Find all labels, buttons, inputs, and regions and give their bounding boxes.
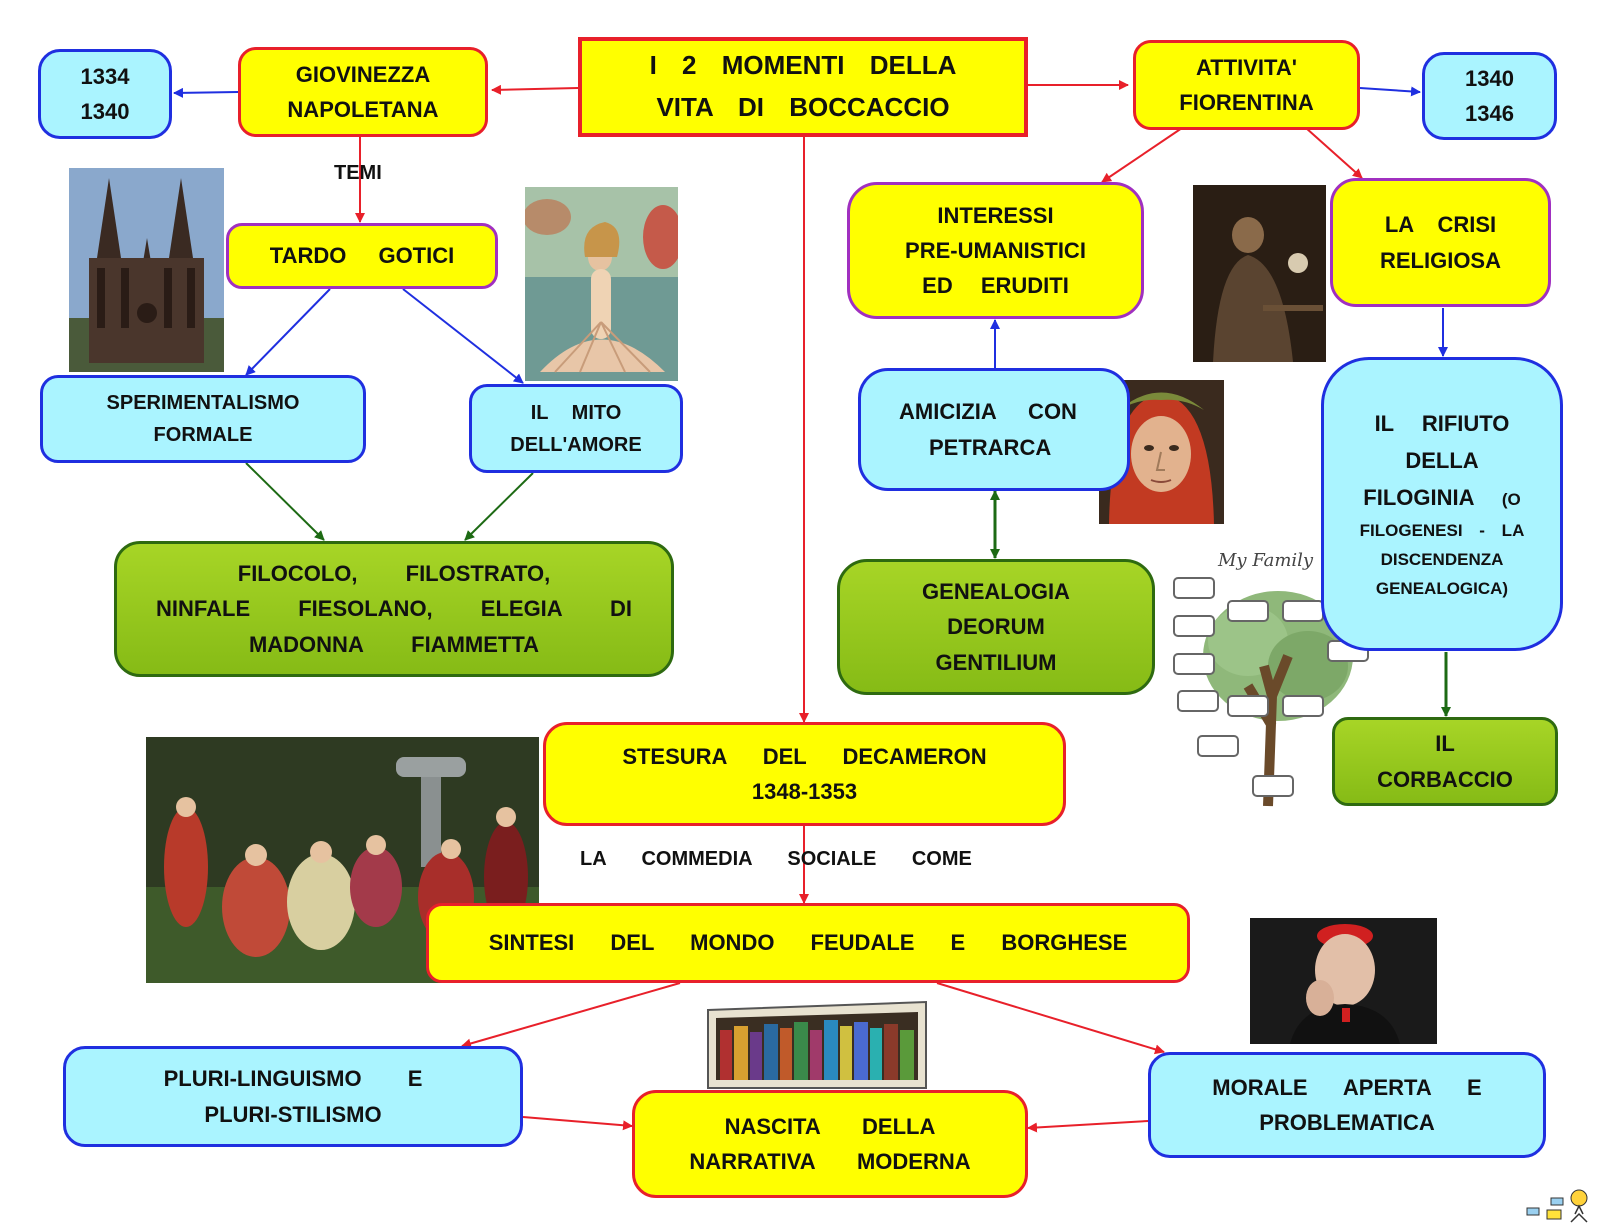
mito-line2: DELL'AMORE bbox=[510, 433, 642, 456]
nascita-line2: NARRATIVA MODERNA bbox=[689, 1149, 971, 1174]
decameron-line1: STESURA DEL DECAMERON bbox=[622, 743, 987, 769]
attivita-node: ATTIVITA' FIORENTINA bbox=[1133, 40, 1360, 130]
sperimentalismo-line2: FORMALE bbox=[153, 424, 253, 446]
giovinezza-line2: NAPOLETANA bbox=[287, 97, 439, 122]
rifiuto-line3: FILOGINIA bbox=[1363, 485, 1474, 511]
edge-attivita-interessi bbox=[1101, 127, 1183, 183]
years-left-line2: 1340 bbox=[80, 99, 130, 124]
sperimentalismo-line1: SPERIMENTALISMO bbox=[106, 392, 300, 414]
attivita-line2: FIORENTINA bbox=[1179, 90, 1314, 115]
decameron-painting-image bbox=[146, 737, 539, 983]
interessi-line2: PRE-UMANISTICI bbox=[905, 237, 1086, 263]
temi-label: TEMI bbox=[334, 162, 382, 184]
mito-line1: IL MITO bbox=[530, 401, 622, 424]
mascot-logo bbox=[1525, 1186, 1591, 1224]
pluri-line1: PLURI-LINGUISMO E bbox=[163, 1066, 423, 1092]
edge-attivita-years bbox=[1359, 86, 1421, 97]
interessi-line3: ED ERUDITI bbox=[922, 273, 1069, 299]
morale-line2: PROBLEMATICA bbox=[1259, 1110, 1435, 1135]
amicizia-line2: PETRARCA bbox=[929, 434, 1052, 460]
genealogia-line2: DEORUM bbox=[947, 614, 1045, 640]
mito-node: IL MITO DELL'AMORE bbox=[469, 384, 683, 473]
genealogia-line1: GENEALOGIA bbox=[922, 579, 1070, 605]
edge-giovinezza-years bbox=[173, 87, 239, 98]
edge-pluri-nascita bbox=[522, 1116, 633, 1131]
pluri-line2: PLURI-STILISMO bbox=[204, 1101, 382, 1127]
edge-mito-opere bbox=[464, 472, 534, 541]
tardo-gotici-text: TARDO GOTICI bbox=[269, 243, 455, 269]
rifiuto-line6: GENEALOGICA) bbox=[1375, 578, 1509, 598]
title-line1: I 2 MOMENTI DELLA bbox=[649, 50, 957, 81]
amicizia-line1: AMICIZIA CON bbox=[899, 399, 1077, 425]
interessi-line1: INTERESSI bbox=[937, 202, 1054, 228]
rifiuto-line5: DISCENDENZA bbox=[1380, 549, 1504, 569]
venus-painting-image bbox=[525, 187, 678, 381]
crisi-line2: RELIGIOSA bbox=[1379, 247, 1501, 273]
sintesi-node: SINTESI DEL MONDO FEUDALE E BORGHESE bbox=[426, 903, 1190, 983]
corbaccio-line2: CORBACCIO bbox=[1377, 766, 1513, 792]
opere-line3: MADONNA FIAMMETTA bbox=[248, 631, 540, 657]
corbaccio-line1: IL bbox=[1435, 731, 1455, 757]
giovinezza-node: GIOVINEZZA NAPOLETANA bbox=[238, 47, 488, 137]
years-right-line1: 1340 bbox=[1465, 65, 1514, 91]
rifiuto-line1: IL RIFIUTO bbox=[1374, 410, 1510, 436]
morale-node: MORALE APERTA E PROBLEMATICA bbox=[1148, 1052, 1546, 1158]
opere-line2: NINFALE FIESOLANO, ELEGIA DI bbox=[156, 596, 632, 622]
edge-sintesi-morale bbox=[936, 982, 1165, 1055]
rifiuto-line4: FILOGENESI - LA bbox=[1359, 520, 1525, 540]
edge-title-giovinezza bbox=[491, 84, 579, 95]
rifiuto-line3-row: FILOGINIA (O bbox=[1363, 479, 1520, 516]
edge-sintesi-pluri bbox=[461, 982, 681, 1049]
rifiuto-filoginia-node: IL RIFIUTO DELLA FILOGINIA (O FILOGENESI… bbox=[1321, 357, 1563, 651]
sperimentalismo-node: SPERIMENTALISMO FORMALE bbox=[40, 375, 366, 463]
edge-sperimentalismo-opere bbox=[245, 462, 325, 541]
years-left-line1: 1334 bbox=[80, 63, 130, 89]
years-left-node: 1334 1340 bbox=[38, 49, 172, 139]
nascita-narrativa-node: NASCITA DELLA NARRATIVA MODERNA bbox=[632, 1090, 1028, 1198]
cardinal-photo-image bbox=[1250, 918, 1437, 1044]
sintesi-text: SINTESI DEL MONDO FEUDALE E BORGHESE bbox=[488, 930, 1128, 956]
edge-attivita-crisi bbox=[1305, 127, 1363, 179]
crisi-line1: LA CRISI bbox=[1384, 212, 1497, 238]
edge-morale-nascita bbox=[1027, 1120, 1149, 1133]
decameron-node: STESURA DEL DECAMERON 1348-1353 bbox=[543, 722, 1066, 826]
title-line2: VITA DI BOCCACCIO bbox=[656, 92, 950, 122]
tardo-gotici-node: TARDO GOTICI bbox=[226, 223, 498, 289]
interessi-node: INTERESSI PRE-UMANISTICI ED ERUDITI bbox=[847, 182, 1144, 319]
morale-line1: MORALE APERTA E bbox=[1212, 1074, 1482, 1100]
attivita-line1: ATTIVITA' bbox=[1196, 54, 1297, 80]
title-node: I 2 MOMENTI DELLA VITA DI BOCCACCIO bbox=[578, 37, 1028, 137]
giovinezza-line1: GIOVINEZZA bbox=[295, 61, 431, 87]
years-right-node: 1340 1346 bbox=[1422, 52, 1557, 140]
decameron-line2: 1348-1353 bbox=[751, 779, 858, 804]
friar-painting-image bbox=[1193, 185, 1326, 362]
pluri-linguismo-node: PLURI-LINGUISMO E PLURI-STILISMO bbox=[63, 1046, 523, 1147]
commedia-label: LA COMMEDIA SOCIALE COME bbox=[580, 848, 972, 870]
opere-line1: FILOCOLO, FILOSTRATO, bbox=[237, 561, 551, 587]
opere-giovanili-node: FILOCOLO, FILOSTRATO, NINFALE FIESOLANO,… bbox=[114, 541, 674, 677]
edge-tardo-mito bbox=[402, 288, 524, 384]
edge-tardo-sperimentalismo bbox=[245, 288, 331, 376]
nascita-line1: NASCITA DELLA bbox=[724, 1113, 936, 1139]
genealogia-line3: GENTILIUM bbox=[935, 649, 1057, 675]
rifiuto-line3-small: (O bbox=[1501, 490, 1521, 510]
genealogia-node: GENEALOGIA DEORUM GENTILIUM bbox=[837, 559, 1155, 695]
family-tree-caption: My Family bbox=[1217, 550, 1314, 571]
rifiuto-line2: DELLA bbox=[1405, 447, 1479, 473]
bookshelf-image bbox=[706, 1000, 928, 1090]
years-right-line2: 1346 bbox=[1465, 101, 1514, 126]
amicizia-petrarca-node: AMICIZIA CON PETRARCA bbox=[858, 368, 1130, 491]
cathedral-image bbox=[69, 168, 224, 372]
corbaccio-node: IL CORBACCIO bbox=[1332, 717, 1558, 806]
crisi-religiosa-node: LA CRISI RELIGIOSA bbox=[1330, 178, 1551, 307]
